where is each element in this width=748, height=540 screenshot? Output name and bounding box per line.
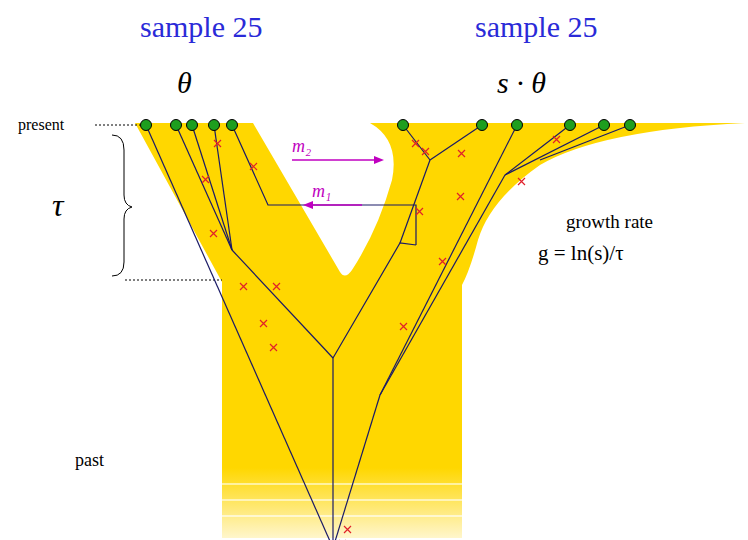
past-label: past xyxy=(75,451,104,471)
genealogy xyxy=(146,125,630,540)
migration-arrows xyxy=(292,156,384,209)
migration-rate-label: m₁ xyxy=(312,182,331,202)
migration-rate-label: m₂ xyxy=(292,137,311,157)
mutation-marks xyxy=(202,136,560,540)
past-fade xyxy=(222,468,462,538)
growth-formula: g = ln(s)/τ xyxy=(538,242,624,265)
tau-label: τ xyxy=(52,188,63,223)
tau-bracket xyxy=(95,125,222,280)
theta-label: θ xyxy=(177,66,192,99)
sample-size-label: sample 25 xyxy=(140,10,262,43)
present-label: present xyxy=(18,116,64,134)
sample-size-label: sample 25 xyxy=(475,10,597,43)
population-shape xyxy=(135,123,745,470)
sample-dots xyxy=(141,120,636,131)
theta-label: s · θ xyxy=(497,66,546,99)
growth-rate-label: growth rate xyxy=(566,212,653,233)
